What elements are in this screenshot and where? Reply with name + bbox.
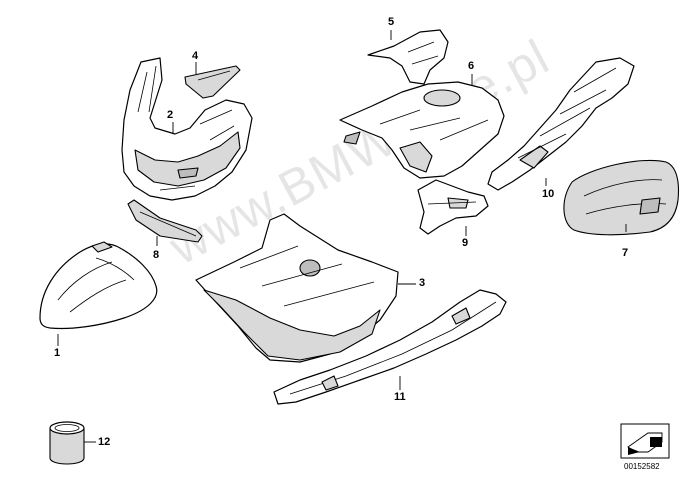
callout-6: 6 <box>468 60 475 72</box>
part-10-side-duct <box>487 57 635 191</box>
part-7-side-panel <box>563 159 680 236</box>
callout-2: 2 <box>167 109 174 121</box>
callout-3: 3 <box>419 277 426 289</box>
diagram-number: 00152582 <box>624 462 660 471</box>
callout-8: 8 <box>153 249 160 261</box>
diagram-reference-icon <box>620 423 670 459</box>
part-4-visor <box>184 65 241 99</box>
callout-7: 7 <box>622 247 629 259</box>
part-5-trim <box>367 29 449 85</box>
part-11-lower-strip <box>273 289 507 405</box>
callout-1: 1 <box>54 347 61 359</box>
part-3-lower-fairing <box>195 213 399 363</box>
part-2-front-fairing <box>121 57 253 201</box>
part-12-fitting <box>49 421 85 465</box>
callout-11: 11 <box>394 391 406 403</box>
part-6-tank-cover <box>339 81 505 179</box>
callout-10: 10 <box>542 188 555 200</box>
part-1-cover <box>39 241 158 330</box>
part-8-bracket <box>127 199 203 243</box>
callout-9: 9 <box>462 237 469 249</box>
callout-5: 5 <box>388 16 395 28</box>
callout-12: 12 <box>98 436 111 448</box>
leader-lines <box>57 30 627 443</box>
callout-4: 4 <box>192 50 199 62</box>
part-9-bracket <box>417 179 489 235</box>
